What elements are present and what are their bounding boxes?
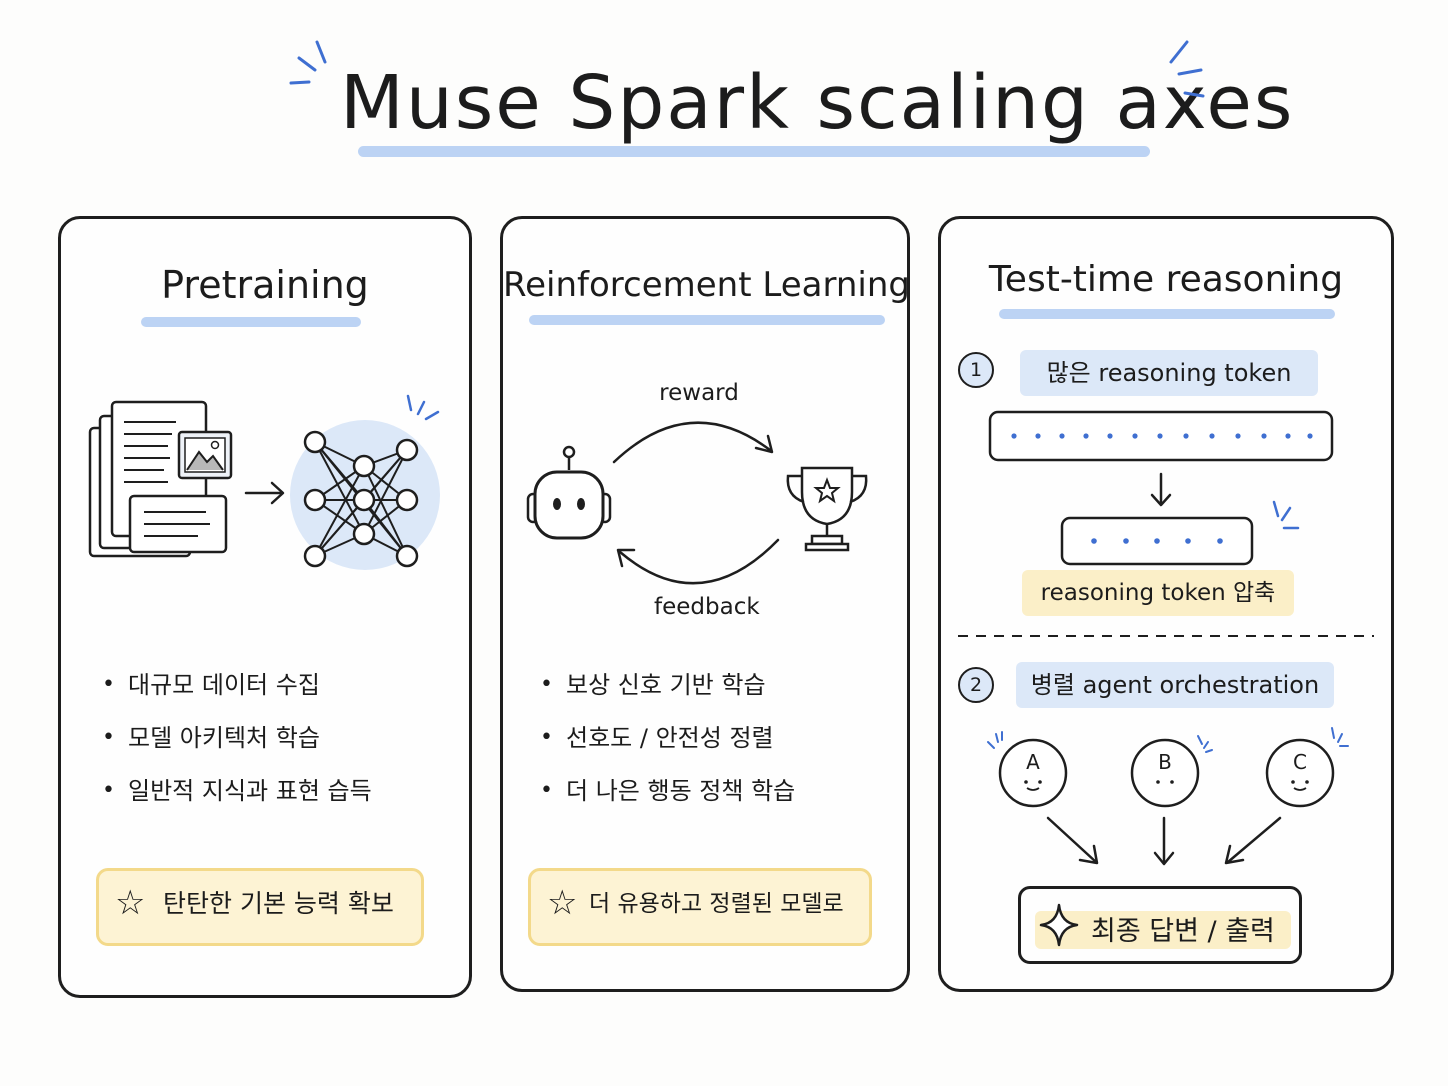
agent-c-label: C — [1293, 750, 1307, 774]
neural-network-icon — [290, 394, 440, 570]
list-item: 보상 신호 기반 학습 — [540, 670, 795, 723]
step-1-badge: 1 — [958, 352, 994, 388]
token-sequence-short — [1060, 516, 1254, 566]
list-item: 선호도 / 안전성 정렬 — [540, 723, 795, 776]
list-item: 모델 아키텍처 학습 — [102, 723, 372, 776]
title-highlight — [999, 309, 1335, 319]
list-item: 대규모 데이터 수집 — [102, 670, 372, 723]
spark-lines-icon — [1272, 500, 1300, 530]
token-sequence-long — [988, 410, 1334, 462]
trophy-icon — [786, 466, 868, 552]
pretraining-callout: ☆ 탄탄한 기본 능력 확보 — [96, 868, 424, 946]
star-icon: ☆ — [115, 883, 146, 923]
panel-title: Pretraining — [161, 263, 369, 307]
image-icon — [177, 430, 233, 480]
spark-lines-icon — [289, 40, 327, 85]
step-2-badge: 2 — [958, 667, 994, 703]
list-item: 일반적 지식과 표현 습득 — [102, 776, 372, 829]
robot-icon — [526, 445, 612, 540]
cycle-arrows — [612, 421, 780, 585]
final-output-highlight — [1035, 911, 1291, 949]
documents-icon — [88, 400, 228, 558]
callout-text: 탄탄한 기본 능력 확보 — [163, 889, 394, 918]
arrow-down-icon — [1150, 472, 1172, 507]
page-title: Muse Spark scaling axes — [340, 60, 1295, 146]
agent-b-icon — [1130, 735, 1213, 808]
final-output-box: 최종 답변 / 출력 — [1018, 886, 1302, 964]
sparkle-icon — [1039, 903, 1079, 947]
step-1-label: 많은 reasoning token — [1020, 350, 1318, 396]
spark-lines-icon — [1169, 40, 1205, 98]
panel-title: Test-time reasoning — [988, 259, 1344, 300]
callout-text: 더 유용하고 정렬된 모델로 — [589, 891, 844, 917]
final-output-label: 최종 답변 / 출력 — [1091, 916, 1275, 947]
rl-callout: ☆ 더 유용하고 정렬된 모델로 — [528, 868, 872, 946]
list-item: 더 나은 행동 정책 학습 — [540, 776, 795, 829]
reward-label: reward — [654, 380, 744, 408]
divider — [958, 635, 1374, 637]
arrow-right-icon — [244, 481, 285, 505]
title-underline — [358, 146, 1150, 157]
feedback-label: feedback — [650, 594, 762, 622]
rl-bullets: 보상 신호 기반 학습 선호도 / 안전성 정렬 더 나은 행동 정책 학습 — [540, 670, 795, 829]
title-area: Muse Spark scaling axes — [340, 40, 1295, 170]
rl-panel: Reinforcement Learning — [500, 216, 910, 992]
compress-label: reasoning token 압축 — [1022, 570, 1294, 616]
step-2-label: 병렬 agent orchestration — [1016, 662, 1334, 708]
title-highlight — [529, 315, 885, 325]
pretraining-panel: Pretraining — [58, 216, 472, 998]
agent-c-icon — [1265, 727, 1349, 808]
agent-a-label: A — [1026, 750, 1040, 774]
star-icon: ☆ — [547, 883, 578, 923]
pretraining-bullets: 대규모 데이터 수집 모델 아키텍처 학습 일반적 지식과 표현 습득 — [102, 670, 372, 829]
merge-arrows — [1046, 816, 1282, 866]
panel-title: Reinforcement Learning — [503, 265, 910, 305]
agent-b-label: B — [1158, 750, 1172, 774]
title-highlight — [141, 317, 361, 327]
agent-a-icon — [987, 731, 1068, 808]
